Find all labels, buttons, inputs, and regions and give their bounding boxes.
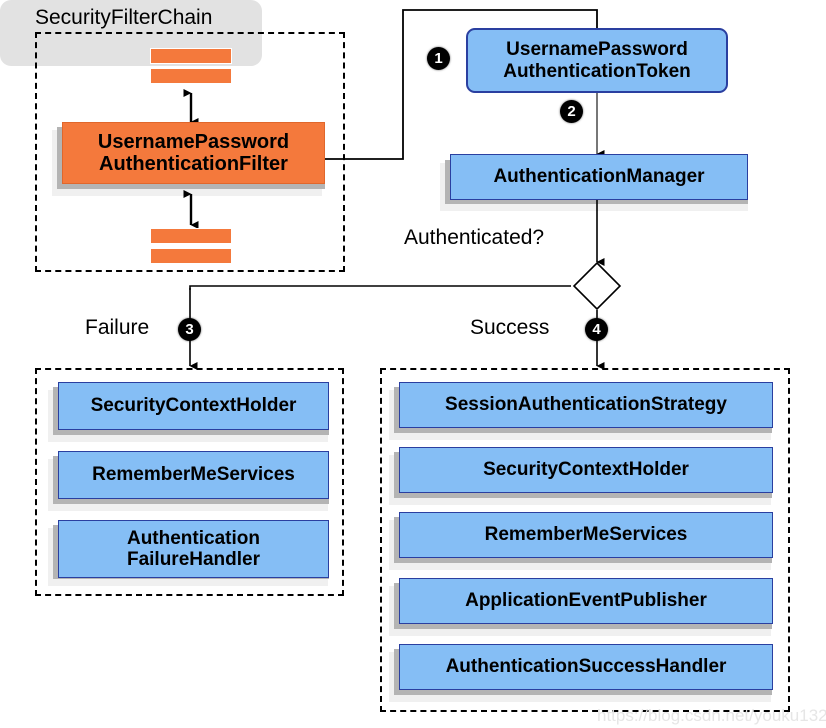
node-authentication-manager[interactable]: AuthenticationManager — [450, 154, 748, 200]
failure-item-1-label: SecurityContextHolder — [90, 395, 297, 417]
success-item-3-label: RememberMeServices — [484, 524, 688, 546]
badge-step-2: 2 — [560, 100, 583, 123]
filter-bar-top-2 — [150, 68, 232, 84]
badge-step-3: 3 — [178, 318, 201, 341]
manager-node-label: AuthenticationManager — [493, 166, 705, 188]
success-item-application-event-publisher[interactable]: ApplicationEventPublisher — [399, 578, 773, 624]
failure-item-authentication-failure-handler[interactable]: Authentication FailureHandler — [58, 520, 329, 578]
success-item-5-label: AuthenticationSuccessHandler — [445, 656, 727, 678]
badge-step-1: 1 — [427, 47, 450, 70]
failure-item-2-label: RememberMeServices — [92, 464, 295, 486]
filter-node-line2: AuthenticationFilter — [99, 153, 288, 175]
success-item-security-context-holder[interactable]: SecurityContextHolder — [399, 447, 773, 493]
filter-bar-top-1 — [150, 48, 232, 64]
token-node-line2: AuthenticationToken — [503, 60, 691, 82]
node-usernamepassword-authentication-token[interactable]: UsernamePassword AuthenticationToken — [466, 28, 728, 93]
failure-item-remember-me-services[interactable]: RememberMeServices — [58, 451, 329, 499]
watermark-text: https://blog.csdn.net/youku1327 — [597, 706, 826, 725]
filter-bar-bottom-2 — [150, 248, 232, 264]
failure-item-3-line2: FailureHandler — [126, 549, 261, 570]
filter-node-line1: UsernamePassword — [97, 130, 290, 153]
token-node-line1: UsernamePassword — [506, 39, 688, 61]
branch-label-failure: Failure — [85, 316, 150, 339]
success-group-container — [380, 368, 790, 712]
decision-label: Authenticated? — [404, 226, 545, 249]
success-item-1-label: SessionAuthenticationStrategy — [445, 394, 727, 416]
securityfilterchain-caption: SecurityFilterChain — [35, 6, 213, 29]
branch-label-success: Success — [470, 316, 550, 339]
success-item-session-authentication-strategy[interactable]: SessionAuthenticationStrategy — [399, 382, 773, 428]
success-item-2-label: SecurityContextHolder — [483, 459, 689, 481]
badge-step-4: 4 — [585, 318, 608, 341]
success-item-remember-me-services[interactable]: RememberMeServices — [399, 512, 773, 558]
node-usernamepassword-authentication-filter[interactable]: UsernamePassword AuthenticationFilter — [62, 122, 325, 184]
decision-diamond — [572, 261, 622, 311]
failure-item-3-line1: Authentication — [126, 527, 260, 549]
filter-bar-bottom-1 — [150, 228, 232, 244]
success-item-4-label: ApplicationEventPublisher — [465, 590, 707, 612]
failure-item-security-context-holder[interactable]: SecurityContextHolder — [58, 382, 329, 430]
success-item-authentication-success-handler[interactable]: AuthenticationSuccessHandler — [399, 644, 773, 690]
